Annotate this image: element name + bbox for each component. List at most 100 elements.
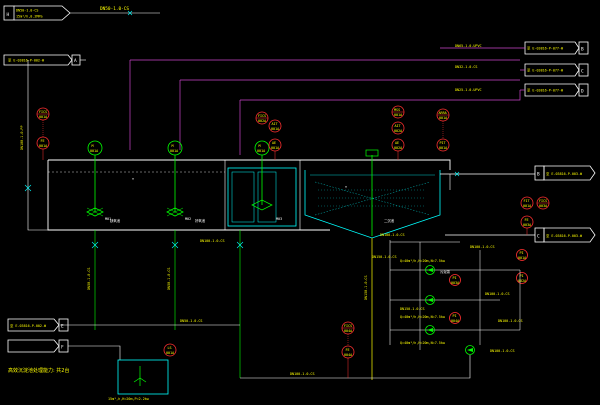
air-ref-2[interactable]: 至 E-03816-P-077-W C [524,63,589,77]
inst-pi-004a[interactable]: PI 004A [449,312,461,324]
air-label-2: DN32-1.0-CS [455,65,477,69]
inst-pi-002a-num: 002A [518,279,526,283]
left-inlet-a[interactable]: 至 E-03816-P-002-W A [3,54,81,66]
inst-fics-004a-tag: FICS [344,324,352,328]
valve-drain-2[interactable] [171,241,179,249]
scraper-drive-icon[interactable] [365,149,379,157]
inst-ait-002a-num: 002A [394,129,402,133]
pipe-left-riser [27,60,48,231]
inst-fics-004a[interactable]: FICS 004A [341,321,355,335]
inst-pi-003a-num: 003A [451,281,459,285]
motor-m2-tag: M [172,144,174,148]
inst-fe-003a-num: 003A [523,223,531,227]
inst-fe-004a-num: 004A [344,353,352,357]
air-ref-1-id: B [581,47,584,53]
inst-mss-001a[interactable]: MSS 001A [391,105,405,119]
inst-fics-003a-tag: FICS [539,199,547,203]
sludge-pump-4[interactable] [465,345,475,355]
dosing-label: DN50-1.0-CS [180,319,202,323]
inst-pi-003a[interactable]: PI 003A [449,274,461,286]
label-dn100-r2: DN100-1.0-CS [485,292,510,296]
inst-fics-003a[interactable]: FICS 003A [536,196,550,210]
air-line-3 [240,90,521,101]
tank-note: 15m³,h,H=20m,P=2.2kw [108,397,150,401]
valve-top-h[interactable] [127,10,133,16]
mixer-3-tag: M03 [276,217,282,221]
inst-arra-001a-num: 001A [439,116,447,120]
motor-m3-tag: M [259,144,261,148]
outlet-c-id: C [537,234,540,240]
sludge-pump-3[interactable] [425,325,435,335]
label-dn100-r5: DN100-1.0-CS [380,233,405,237]
valve-left-riser[interactable] [24,184,32,192]
valve-outlet-b[interactable] [454,171,460,177]
sludge-pump-1[interactable] [425,265,435,275]
label-dn50-top: DN50-1.0-CS [100,6,129,12]
inst-ae-002a[interactable]: AE 002A [391,138,405,152]
inst-fe-004a[interactable]: FE 004A [341,345,355,359]
inst-fe-001a-tag: FE [41,139,45,143]
inst-ls-001a[interactable]: LS 001A [163,343,177,357]
inlet-a-ref: 至 E-03816-P-002-W [8,59,45,63]
outlet-c-ref: 至 E-03816-P-003-W [546,234,583,238]
mixer-2[interactable] [166,172,184,217]
inst-pi-003a-tag: PI [453,276,457,280]
air-label-3: DN25-1.0-UPVC [455,88,482,92]
motor-m2-num: 001A [170,149,178,153]
air-ref-1[interactable]: 至 E-03816-P-077-W B [524,41,589,55]
inst-ait-002a-tag: AIT [395,124,401,128]
outlet-b[interactable]: B 至 E-03816-P-003-W [534,165,596,181]
motor-m1-num: 001A [90,149,98,153]
inst-pi-002a-tag: PI [520,274,524,278]
air-ref-1-text: 至 E-03816-P-077-W [527,47,564,51]
pump-spec-2: Q=40m³/h,H=20m,N=7.5kw [400,315,446,319]
inst-arra-001a[interactable]: ARRA 001A [436,108,450,122]
label-dn150-b: DN150-1.0-CS [372,255,397,259]
inst-fe-003a-tag: FE [525,218,529,222]
inst-pi-002a[interactable]: PI 002A [516,272,528,284]
label-dn50-left: DN50-1.0-CS [87,268,91,290]
label-dn100-main: DN100-1.0-CS [200,239,225,243]
inlet-f[interactable]: F [7,339,69,353]
inst-ait-001a[interactable]: AIT 001A [268,119,282,133]
water-level-mark: ▽ [132,177,135,181]
mixer-1-tag: M01 [105,217,111,221]
clarifier-outline [304,170,441,239]
inst-ait-001a-tag: AIT [272,122,278,126]
motor-m3-num: 001A [257,149,265,153]
mixer-1[interactable] [86,172,104,217]
inst-fics-001a[interactable]: FICS 001A [36,107,50,121]
inst-fics-004a-num: 004A [344,329,352,333]
pump-spec-1: Q=40m³/h,H=20m,N=7.5kw [400,259,446,263]
inst-ls-001a-num: 001A [166,351,174,355]
stage-3-label: 二沉池 [384,218,395,223]
inst-pi-001a[interactable]: PI 001A [516,249,528,261]
inst-fe-001a[interactable]: FE 001A [36,136,50,150]
valve-drain-1[interactable] [91,241,99,249]
sludge-pump-2[interactable] [425,295,435,305]
sludge-pump-label: 污泥泵 [440,269,451,274]
mixer-2-tag: M02 [185,217,191,221]
inlet-h-id: H [7,12,10,18]
inst-pit-001a[interactable]: PIT 001A [436,138,450,152]
inst-fit-001a-num: 001A [523,204,531,208]
air-ref-3[interactable]: 至 E-03816-P-077-W D [524,83,589,97]
pump-header-lines [390,241,500,331]
valve-drain-3[interactable] [236,241,244,249]
mixer-3[interactable] [251,199,273,211]
outlet-c[interactable]: C 至 E-03816-P-003-W [534,227,596,243]
inst-ae-002a-tag: AE [395,141,399,145]
inst-ae-001a-num: 001A [271,146,279,150]
dosing-tank[interactable] [117,359,169,395]
outlet-e[interactable]: 至 E-03816-P-002-W E [7,318,69,332]
inst-fics-001a-tag: FICS [39,110,47,114]
label-dn150-c: DN150-1.0-CS [400,307,425,311]
pump-spec-3: Q=40m³/h,H=20m,N=7.5kw [400,341,446,345]
inst-ae-001a[interactable]: AE 001A [268,138,282,152]
inst-ait-002a[interactable]: AIT 002A [391,121,405,135]
inst-fics-002a[interactable]: FICS 002A [255,111,269,125]
inst-fit-001a[interactable]: FIT 001A [520,196,534,210]
inst-fe-003a[interactable]: FE 003A [520,215,534,229]
top-inlet-h[interactable]: H DN50-1.0-CS 15m³/h,0.2MPa [3,5,71,21]
inst-fe-004a-tag: FE [346,348,350,352]
